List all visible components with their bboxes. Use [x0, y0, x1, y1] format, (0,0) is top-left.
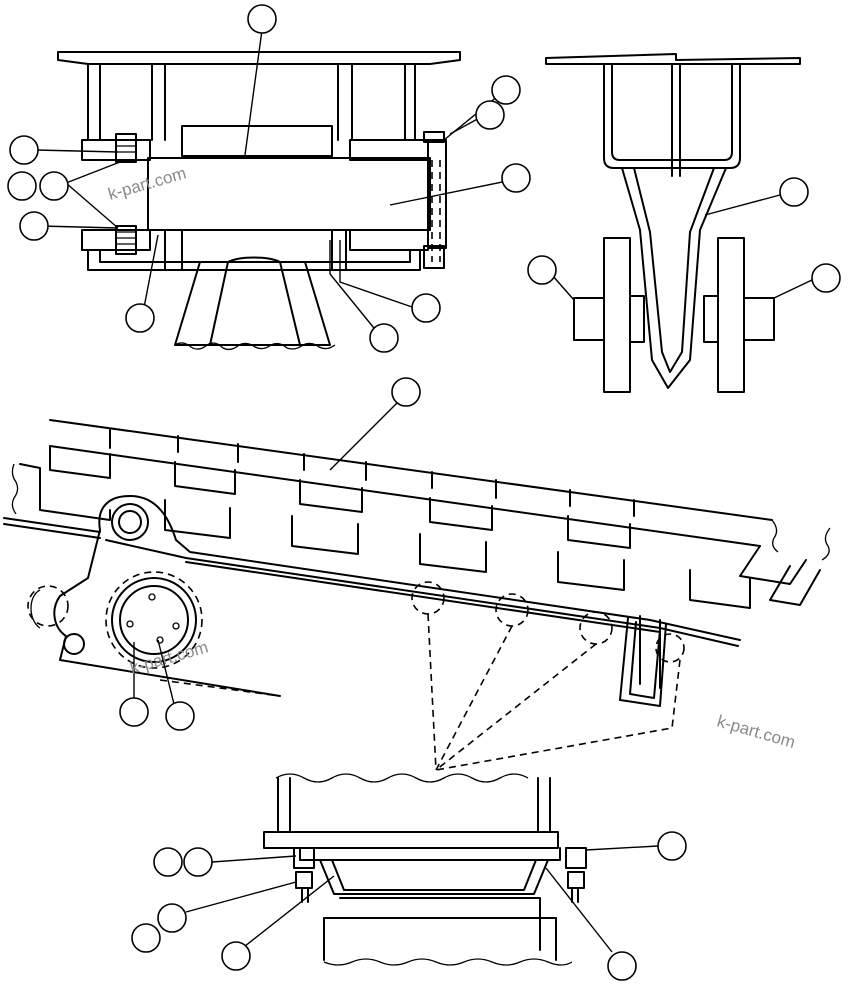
callout-circle — [491, 75, 521, 105]
callout-circle — [779, 177, 809, 207]
callout-circle — [369, 323, 399, 353]
callout-circle — [411, 293, 441, 323]
view-top-left-pin-assembly — [7, 4, 531, 353]
callout-circle — [131, 923, 161, 953]
callout-circle — [475, 100, 505, 130]
view-main-track-frame — [3, 377, 831, 771]
callout-circle — [221, 941, 251, 971]
callout-circle — [9, 135, 39, 165]
callout-circle — [119, 697, 149, 727]
watermark-text: k-part.com — [128, 637, 210, 677]
callout-circle — [153, 847, 183, 877]
callout-circle — [165, 701, 195, 731]
callout-circle — [183, 847, 213, 877]
callout-circle — [7, 171, 37, 201]
watermark-text: k-part.com — [715, 712, 797, 752]
callout-circle — [19, 211, 49, 241]
callout-circle — [125, 303, 155, 333]
view-bottom-detail — [131, 773, 687, 981]
callout-circle — [501, 163, 531, 193]
callout-circle — [157, 903, 187, 933]
callout-circle — [811, 263, 841, 293]
callout-circle — [247, 4, 277, 34]
callout-circle — [391, 377, 421, 407]
callout-circle — [657, 831, 687, 861]
callout-circle — [607, 951, 637, 981]
view-top-right-side-section — [527, 53, 841, 393]
callout-circle — [39, 171, 69, 201]
callout-circle — [527, 255, 557, 285]
